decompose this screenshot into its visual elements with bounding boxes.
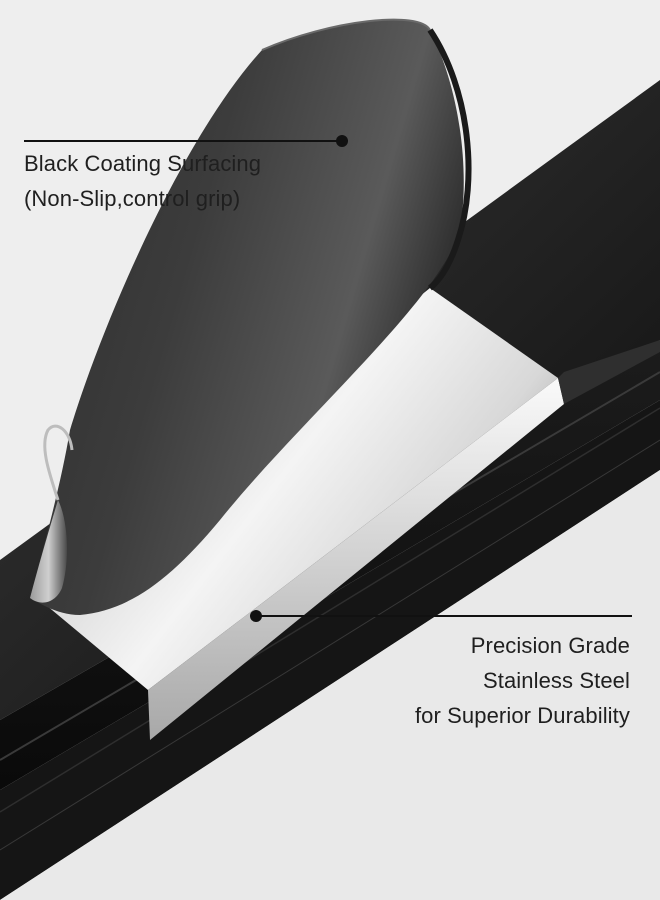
bottom-callout-dot bbox=[250, 610, 262, 622]
coating-callout-line-2: (Non-Slip,control grip) bbox=[24, 186, 241, 212]
steel-callout-line-1: Precision Grade bbox=[470, 633, 630, 658]
steel-callout-line-2: Stainless Steel bbox=[482, 668, 630, 694]
steel-callout-line-3: for Superior Durability bbox=[414, 703, 630, 729]
coating-callout-line-1: Black Coating Surfacing bbox=[24, 151, 262, 176]
top-callout-leader-line bbox=[24, 140, 342, 142]
top-callout-dot bbox=[336, 135, 348, 147]
bottom-callout-leader-line bbox=[256, 615, 632, 617]
steel-callout-label: Precision Grade Stainless Steel for Supe… bbox=[415, 628, 630, 734]
coating-callout-label: Black Coating Surfacing (Non-Slip,contro… bbox=[24, 146, 261, 216]
